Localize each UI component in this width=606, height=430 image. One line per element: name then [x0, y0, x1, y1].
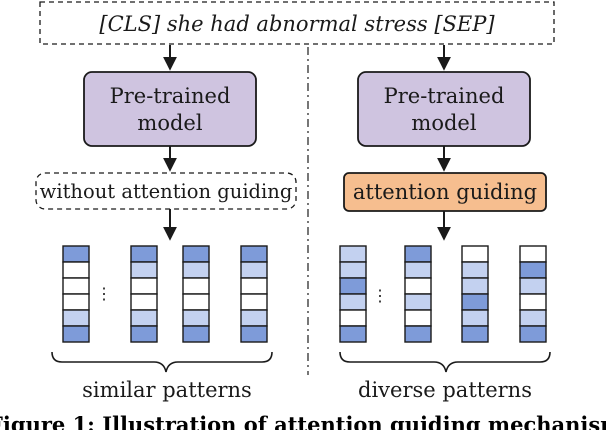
left-pattern-label: similar patterns [82, 378, 252, 402]
right-attention-cell [461, 309, 489, 327]
right-attention-cell [339, 277, 367, 295]
left-attention-cell [182, 293, 210, 311]
left-attention-cell [240, 309, 268, 327]
left-attention-cell [130, 261, 158, 279]
right-attention-cell [519, 261, 547, 279]
right-pattern-label: diverse patterns [358, 378, 532, 402]
right-model-label-line1: Pre-trained [384, 84, 505, 108]
right-attention-cell [339, 309, 367, 327]
right-attention-cell [339, 245, 367, 263]
right-attention-cell [404, 325, 432, 343]
left-attention-cell [62, 293, 90, 311]
left-attention-cell [182, 277, 210, 295]
right-model-label-line2: model [411, 111, 476, 135]
right-attention-cell [461, 325, 489, 343]
right-attention-cell [404, 293, 432, 311]
right-attention-cell [519, 277, 547, 295]
right-attention-column-4 [519, 245, 547, 343]
right-attention-cell [519, 325, 547, 343]
right-attention-columns [339, 245, 547, 343]
right-attention-cell [404, 261, 432, 279]
input-sentence-box [39, 1, 555, 45]
left-attention-cell [62, 245, 90, 263]
right-attention-cell [461, 277, 489, 295]
right-attention-cell [519, 309, 547, 327]
left-brace [51, 351, 273, 373]
left-attention-cell [130, 293, 158, 311]
left-attention-columns [62, 245, 268, 343]
left-attention-cell [182, 309, 210, 327]
left-attention-cell [240, 293, 268, 311]
right-brace [339, 351, 551, 373]
left-attention-cell [182, 245, 210, 263]
right-attention-cell [461, 293, 489, 311]
right-attention-cell [339, 261, 367, 279]
left-attention-cell [62, 325, 90, 343]
left-attention-cell [182, 261, 210, 279]
left-attention-cell [240, 325, 268, 343]
left-attention-column-2 [130, 245, 158, 343]
right-ellipsis: ⋮ [372, 286, 388, 305]
left-attention-cell [130, 309, 158, 327]
left-attention-cell [240, 245, 268, 263]
right-attention-column-1 [339, 245, 367, 343]
left-attention-cell [62, 277, 90, 295]
input-sentence-text: [CLS] she had abnormal stress [SEP] [99, 12, 495, 36]
right-attention-cell [519, 293, 547, 311]
left-model-label-line1: Pre-trained [110, 84, 231, 108]
right-guide-label: attention guiding [353, 180, 537, 204]
left-attention-column-1 [62, 245, 90, 343]
left-ellipsis: ⋮ [96, 284, 112, 303]
left-attention-cell [62, 261, 90, 279]
left-model-label-line2: model [137, 111, 202, 135]
left-guide-label: without attention guiding [40, 180, 293, 203]
left-attention-cell [62, 309, 90, 327]
left-without-guiding-box [35, 172, 297, 210]
figure-caption: Figure 1: Illustration of attention guid… [0, 412, 606, 430]
left-attention-cell [240, 277, 268, 295]
right-attention-cell [339, 293, 367, 311]
left-attention-cell [130, 325, 158, 343]
right-attention-cell [404, 309, 432, 327]
right-attention-column-2 [404, 245, 432, 343]
right-attention-cell [461, 261, 489, 279]
left-attention-cell [182, 325, 210, 343]
right-attention-cell [404, 277, 432, 295]
left-attention-cell [130, 245, 158, 263]
left-attention-column-4 [240, 245, 268, 343]
right-attention-cell [461, 245, 489, 263]
right-attention-cell [339, 325, 367, 343]
left-attention-cell [240, 261, 268, 279]
left-attention-cell [130, 277, 158, 295]
right-attention-cell [519, 245, 547, 263]
right-attention-column-3 [461, 245, 489, 343]
left-attention-column-3 [182, 245, 210, 343]
right-attention-cell [404, 245, 432, 263]
